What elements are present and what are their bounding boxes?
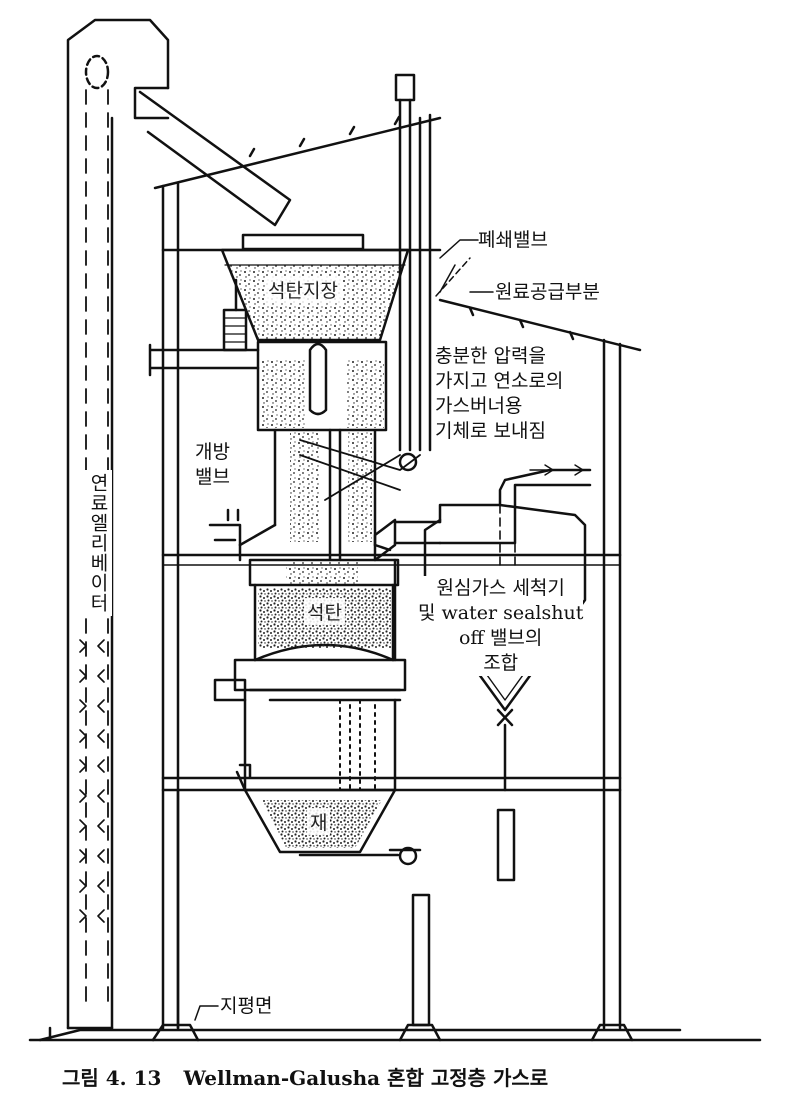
gas-out-line-3: 가스버너용 bbox=[435, 395, 523, 417]
scrubber-line-2: 및 water sealshut bbox=[418, 602, 584, 624]
scrubber-label: 원심가스 세척기 및 water sealshut off 밸브의 조합 bbox=[418, 576, 584, 676]
scrubber-line-4: 조합 bbox=[483, 652, 519, 674]
gas-out-label: 충분한 압력을 가지고 연소로의 가스버너용 기체로 보내짐 bbox=[435, 344, 563, 444]
ground-label: 지평면 bbox=[220, 995, 273, 1017]
coal-storage-label: 석탄지장 bbox=[265, 276, 341, 303]
gas-out-line-4: 기체로 보내짐 bbox=[435, 420, 546, 442]
gas-out-line-2: 가지고 연소로의 bbox=[435, 370, 564, 392]
scrubber-line-3: off 밸브의 bbox=[458, 627, 543, 649]
feed-section-label: 원료공급부분 bbox=[495, 281, 600, 303]
open-valve-line-1: 개방 bbox=[195, 441, 230, 463]
figure-caption: 그림 4. 13 Wellman-Galusha 혼합 고정층 가스로 bbox=[62, 1062, 548, 1091]
gasifier-vessel bbox=[208, 508, 407, 792]
coal-label: 석탄 bbox=[304, 598, 345, 625]
scrubber-line-1: 원심가스 세척기 bbox=[436, 577, 565, 599]
building-frame bbox=[28, 73, 762, 1042]
open-valve-label: 개방 밸브 bbox=[195, 440, 230, 490]
fuel-elevator-label: 연료엘리베이터 bbox=[85, 470, 112, 616]
ash-hopper bbox=[235, 763, 397, 854]
ash-cart bbox=[298, 846, 422, 866]
figure-number: 그림 4. 13 bbox=[62, 1066, 162, 1090]
open-valve-line-2: 밸브 bbox=[195, 466, 230, 488]
ash-label: 재 bbox=[307, 808, 331, 835]
gas-outlet bbox=[373, 464, 592, 562]
gas-out-line-1: 충분한 압력을 bbox=[435, 345, 546, 367]
closing-valve-label: 폐쇄밸브 bbox=[478, 229, 548, 251]
figure-title: Wellman-Galusha 혼합 고정층 가스로 bbox=[183, 1066, 549, 1090]
